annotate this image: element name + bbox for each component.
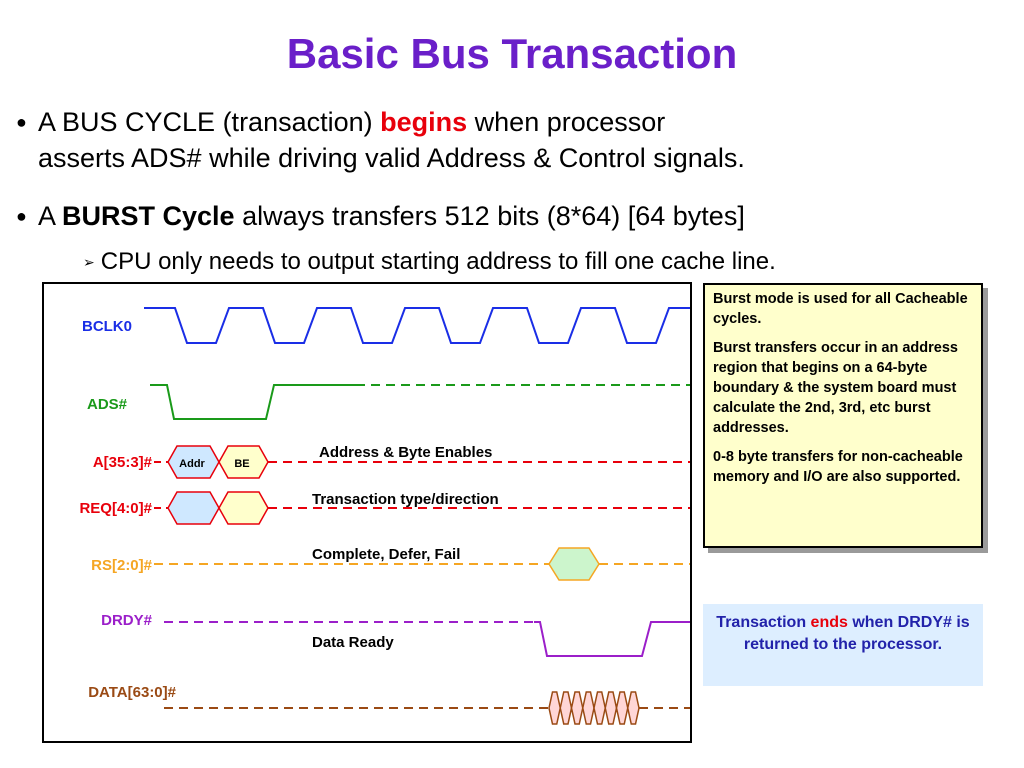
page-title: Basic Bus Transaction bbox=[286, 30, 738, 77]
signal-label-data: DATA[63:0]# bbox=[88, 684, 176, 701]
response-annotation: Complete, Defer, Fail bbox=[312, 546, 460, 563]
bclk0-waveform bbox=[144, 307, 690, 344]
bullet-text: always transfers 512 bits (8*64) [64 byt… bbox=[234, 201, 745, 231]
signal-label-bclk0: BCLK0 bbox=[82, 318, 132, 335]
bullet-burst-cycle: ● A BURST Cycle always transfers 512 bit… bbox=[16, 198, 745, 234]
bullet-emphasis: BURST Cycle bbox=[62, 201, 235, 231]
signal-label-rs: RS[2:0]# bbox=[91, 557, 153, 574]
end-note-emphasis: ends bbox=[810, 614, 848, 631]
burst-note-p1: Burst mode is used for all Cacheable cyc… bbox=[713, 291, 968, 327]
data-burst-group bbox=[548, 691, 640, 725]
transaction-end-note: Transaction ends when DRDY# is returned … bbox=[703, 604, 983, 686]
signal-label-address: A[35:3]# bbox=[93, 454, 153, 471]
sub-bullet-text: CPU only needs to output starting addres… bbox=[100, 248, 776, 275]
burst-note-p3: 0-8 byte transfers for non-cacheable mem… bbox=[713, 449, 963, 485]
drdy-waveform bbox=[534, 621, 690, 657]
bullet-bus-cycle: ● A BUS CYCLE (transaction) begins when … bbox=[16, 104, 745, 176]
data-burst-transfer bbox=[593, 691, 607, 725]
addr-box-label: Addr bbox=[179, 458, 205, 470]
data-burst-transfer bbox=[581, 691, 595, 725]
req-box-2 bbox=[218, 491, 269, 525]
arrow-bullet-icon: ➢ bbox=[83, 254, 95, 270]
bullet-text: A bbox=[38, 201, 63, 231]
data-burst-transfer bbox=[604, 691, 618, 725]
req-box-1 bbox=[167, 491, 220, 525]
bullet-dot-icon: ● bbox=[16, 112, 27, 132]
end-note-pre: Transaction bbox=[716, 614, 811, 631]
signal-label-ads: ADS# bbox=[87, 396, 128, 413]
data-ready-annotation: Data Ready bbox=[312, 634, 394, 651]
burst-note-p2: Burst transfers occur in an address regi… bbox=[713, 340, 958, 436]
data-burst-transfer bbox=[626, 691, 640, 725]
timing-diagram: BCLK0 ADS# A[35:3]# REQ[4:0]# RS[2:0]# D… bbox=[42, 282, 692, 743]
address-annotation: Address & Byte Enables bbox=[319, 444, 492, 461]
request-annotation: Transaction type/direction bbox=[312, 491, 499, 508]
signal-label-drdy: DRDY# bbox=[101, 612, 153, 629]
be-box-label: BE bbox=[234, 458, 249, 470]
data-burst-transfer bbox=[615, 691, 629, 725]
data-burst-transfer bbox=[559, 691, 573, 725]
bullet-text-line2: asserts ADS# while driving valid Address… bbox=[38, 143, 745, 173]
sub-bullet: ➢ CPU only needs to output starting addre… bbox=[83, 246, 776, 278]
rs-box bbox=[548, 547, 600, 581]
burst-mode-note: Burst mode is used for all Cacheable cyc… bbox=[703, 283, 983, 548]
bullet-emphasis: begins bbox=[380, 107, 468, 137]
bullet-dot-icon: ● bbox=[16, 206, 27, 226]
end-note-post: when DRDY# is returned to the processor. bbox=[743, 614, 970, 653]
data-burst-transfer bbox=[548, 691, 562, 725]
data-burst-transfer bbox=[570, 691, 584, 725]
ads-waveform bbox=[150, 384, 356, 420]
bullet-text: when processor bbox=[467, 107, 666, 137]
timing-diagram-svg: BCLK0 ADS# A[35:3]# REQ[4:0]# RS[2:0]# D… bbox=[79, 307, 690, 725]
bullet-text: A BUS CYCLE (transaction) bbox=[38, 107, 381, 137]
signal-label-req: REQ[4:0]# bbox=[79, 500, 152, 517]
